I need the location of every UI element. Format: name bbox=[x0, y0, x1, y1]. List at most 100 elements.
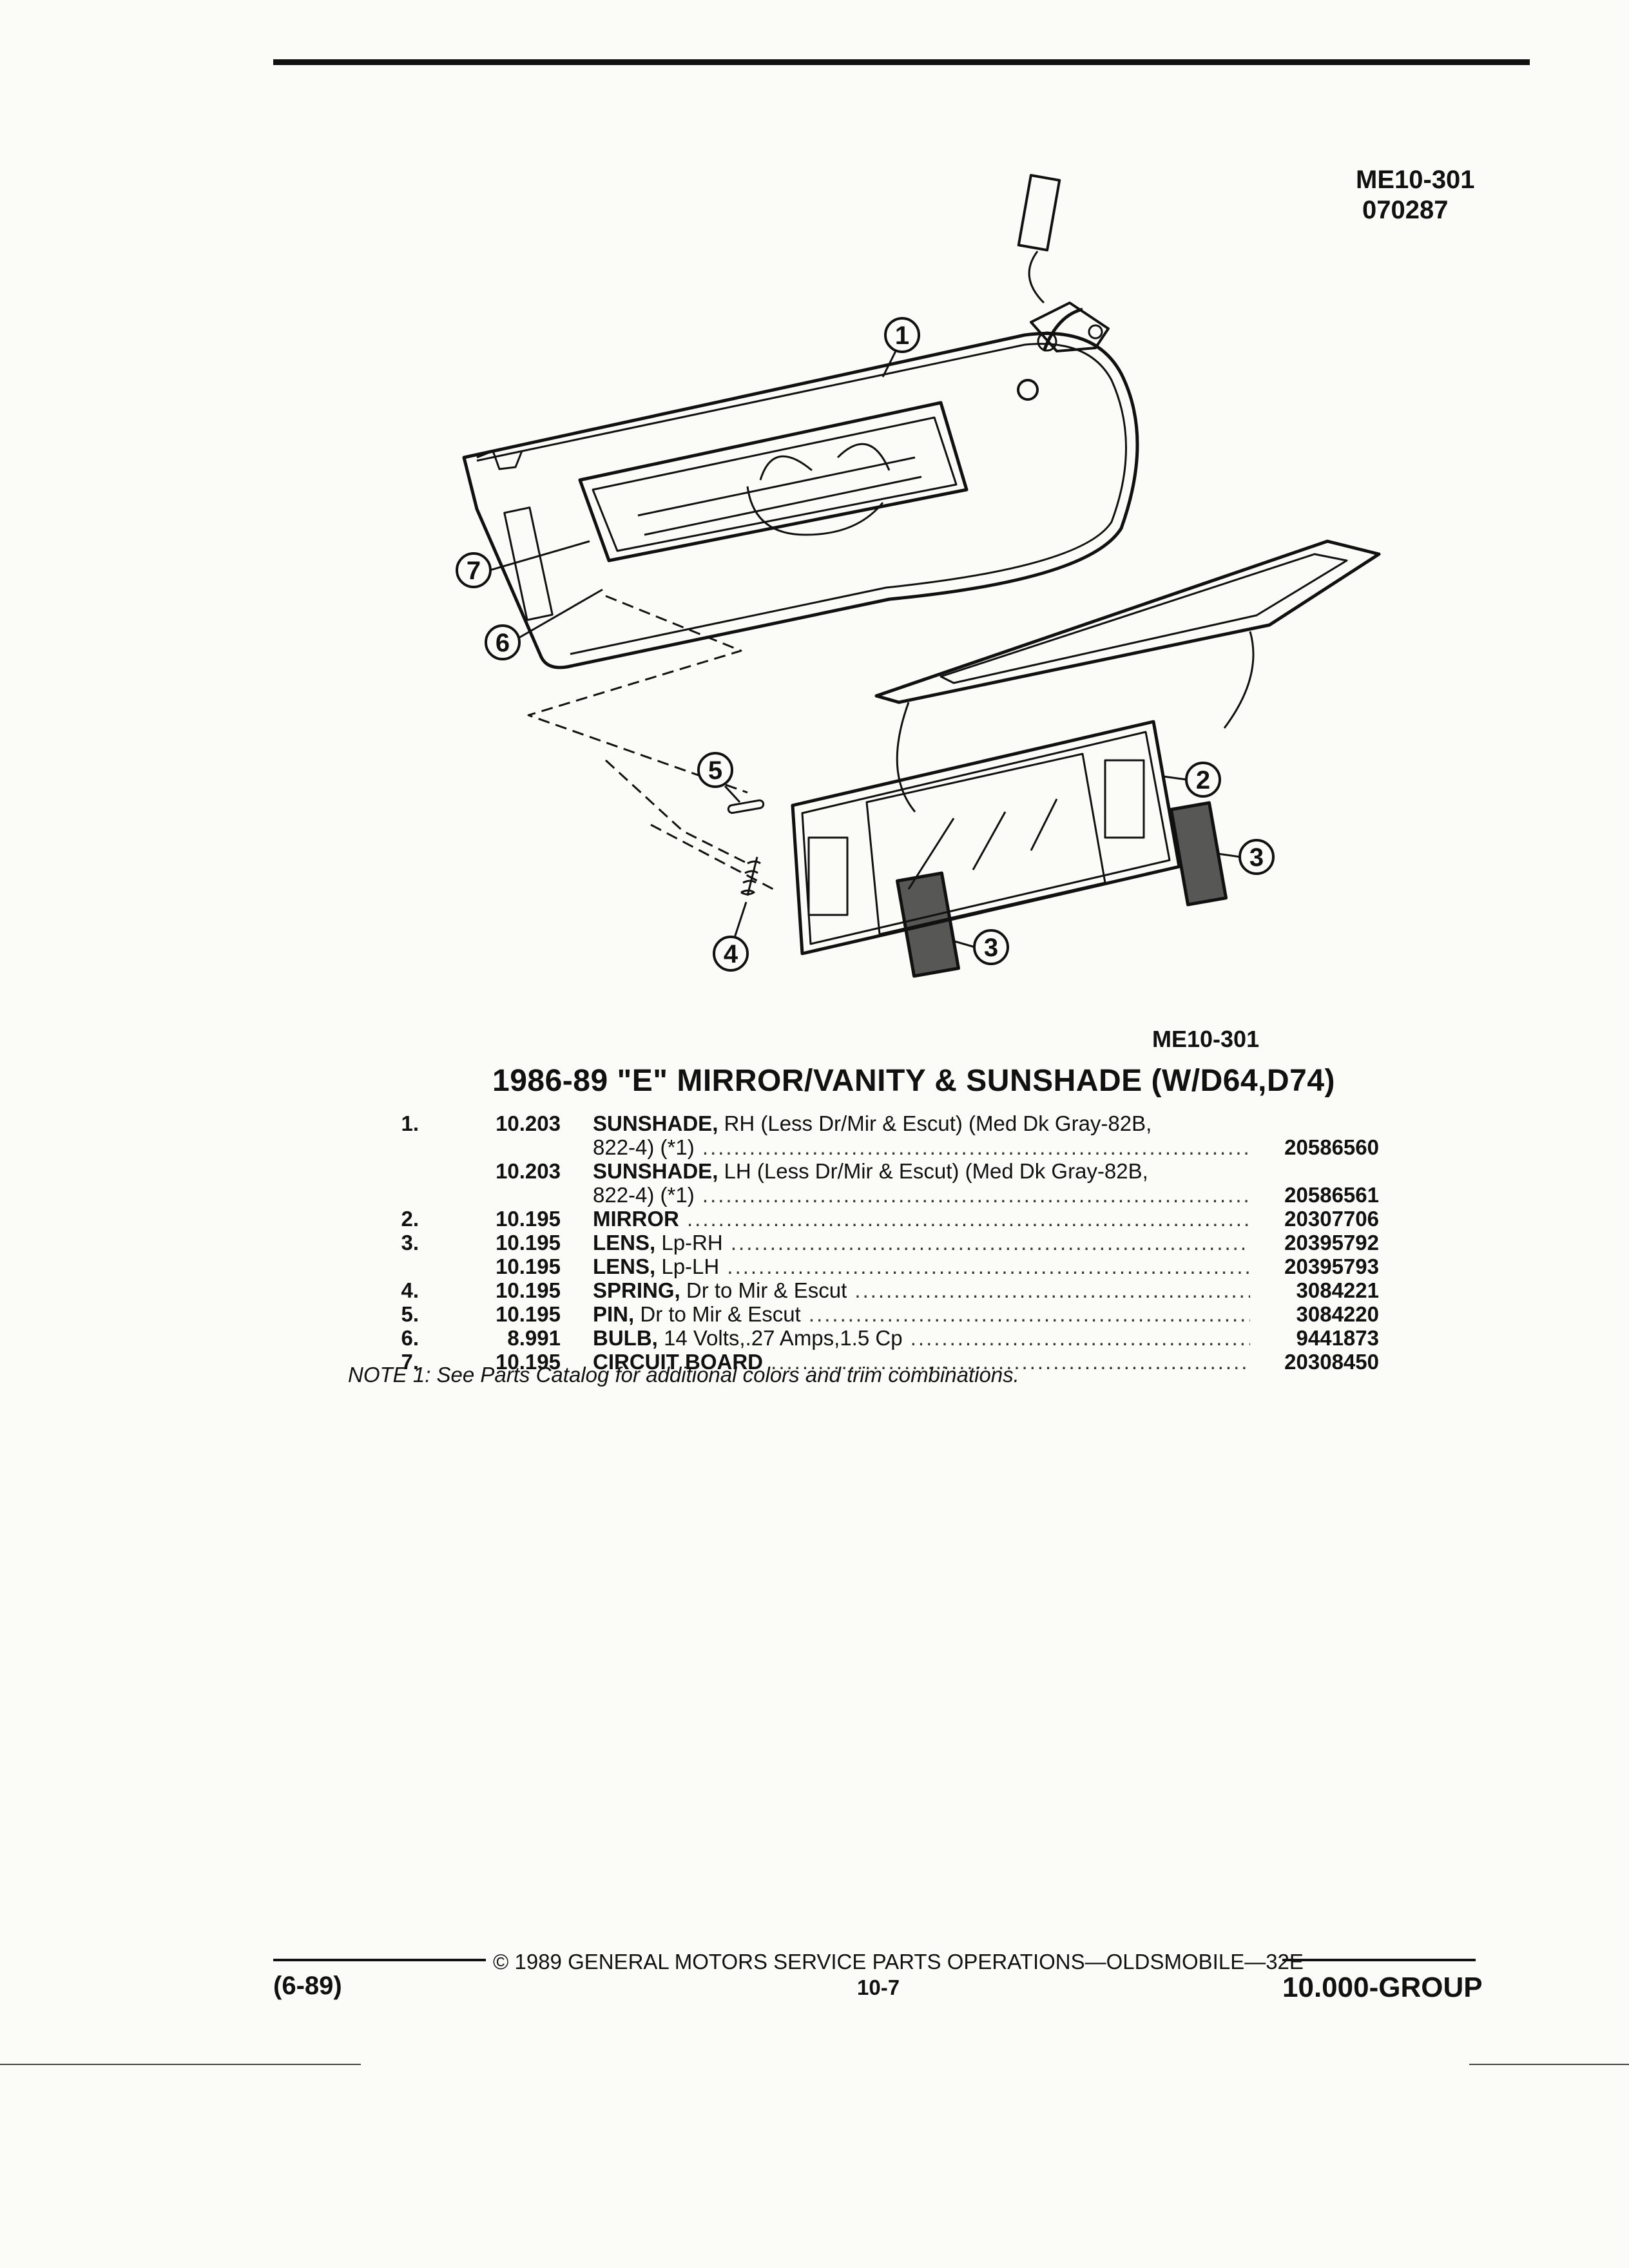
callout-1 bbox=[884, 317, 920, 353]
parts-group-number: 10.195 bbox=[496, 1302, 561, 1326]
pivot-hole bbox=[1037, 331, 1057, 352]
figure-date: 070287 bbox=[1362, 196, 1449, 224]
parts-detail: Dr to Mir & Escut bbox=[680, 1278, 847, 1302]
parts-row: 7. 10.195 CIRCUIT BOARD ..................… bbox=[387, 1350, 1379, 1374]
callout-label: 3 bbox=[1249, 843, 1264, 872]
parts-detail: LH (Less Dr/Mir & Escut) (Med Dk Gray-82… bbox=[718, 1159, 1148, 1183]
figure-code: ME10-301 bbox=[1356, 166, 1475, 194]
door-spring-line bbox=[1223, 631, 1255, 729]
parts-group-number: 10.195 bbox=[496, 1278, 561, 1302]
parts-description: MIRROR .................................… bbox=[593, 1207, 1250, 1231]
label-strip bbox=[503, 506, 554, 621]
parts-detail: Lp-RH bbox=[655, 1231, 723, 1254]
scan-edge-mark bbox=[1469, 2064, 1629, 2065]
callout-label: 1 bbox=[895, 322, 909, 350]
parts-name: CIRCUIT BOARD bbox=[593, 1350, 763, 1374]
top-rule bbox=[273, 59, 1530, 65]
lens-right bbox=[1169, 801, 1228, 907]
parts-row: 3. 10.195 LENS, Lp-RH ....................… bbox=[387, 1231, 1379, 1254]
parts-description: LENS, Lp-RH ............................… bbox=[593, 1231, 1250, 1255]
parts-item-number: 1. bbox=[401, 1111, 419, 1135]
parts-part-number: 20586560 bbox=[1284, 1135, 1379, 1159]
parts-name: PIN, bbox=[593, 1302, 635, 1326]
leader-dots: ........................................… bbox=[910, 1326, 1250, 1350]
parts-item-number: 2. bbox=[401, 1207, 419, 1231]
scan-edge-mark bbox=[0, 2064, 361, 2065]
parts-name: LENS, bbox=[593, 1231, 656, 1254]
pin bbox=[727, 799, 765, 814]
lens-left bbox=[896, 871, 960, 978]
callout-label: 2 bbox=[1196, 766, 1210, 794]
footer-rule-right bbox=[1282, 1959, 1476, 1961]
parts-group-number: 10.195 bbox=[496, 1350, 561, 1374]
lamp-opening-right bbox=[1104, 759, 1145, 839]
callout-label: 6 bbox=[496, 629, 510, 657]
parts-item-number: 5. bbox=[401, 1302, 419, 1326]
parts-name: SUNSHADE, bbox=[593, 1159, 718, 1183]
lamp-housing bbox=[578, 401, 969, 562]
parts-part-number: 20308450 bbox=[1284, 1350, 1379, 1374]
callout-6 bbox=[485, 624, 521, 660]
leader-dots: ........................................… bbox=[686, 1207, 1250, 1231]
lamp-wires bbox=[746, 443, 891, 536]
parts-row: 2. 10.195 MIRROR .........................… bbox=[387, 1207, 1379, 1231]
leader-dots: ........................................… bbox=[702, 1135, 1250, 1159]
parts-part-number: 20586561 bbox=[1284, 1183, 1379, 1207]
parts-description: SUNSHADE, LH (Less Dr/Mir & Escut) (Med … bbox=[593, 1159, 1250, 1184]
footer-group-label: 10.000-GROUP bbox=[1282, 1972, 1483, 2003]
leader-dots: ........................................… bbox=[730, 1231, 1250, 1254]
parts-detail: RH (Less Dr/Mir & Escut) (Med Dk Gray-82… bbox=[718, 1111, 1152, 1135]
parts-part-number: 3084221 bbox=[1296, 1278, 1379, 1302]
lamp-housing-inner bbox=[592, 416, 958, 552]
parts-row: 822-4) (*1) ............................… bbox=[387, 1135, 1379, 1159]
leader-dots: ........................................… bbox=[727, 1254, 1250, 1278]
pivot-bracket bbox=[1030, 302, 1110, 352]
parts-description: 822-4) (*1) ............................… bbox=[593, 1183, 1250, 1207]
parts-name: LENS, bbox=[593, 1254, 656, 1278]
parts-name: MIRROR bbox=[593, 1207, 679, 1231]
parts-description: CIRCUIT BOARD ..........................… bbox=[593, 1350, 1250, 1374]
assembly-line bbox=[527, 595, 774, 890]
pivot-hole bbox=[1088, 324, 1103, 340]
callout-label: 4 bbox=[724, 940, 738, 968]
parts-row: 10.203 SUNSHADE, LH (Less Dr/Mir & Escut)… bbox=[387, 1159, 1379, 1183]
pivot-rod bbox=[1042, 307, 1083, 352]
connector-wire bbox=[1028, 251, 1045, 304]
lamp-tube bbox=[637, 456, 922, 536]
parts-part-number: 20395792 bbox=[1284, 1231, 1379, 1254]
parts-row: 5. 10.195 PIN, Dr to Mir & Escut .........… bbox=[387, 1302, 1379, 1326]
leader-dots: ........................................… bbox=[771, 1350, 1250, 1374]
leader-dots: ........................................… bbox=[854, 1278, 1250, 1302]
parts-group-number: 10.195 bbox=[496, 1207, 561, 1231]
mirror-door bbox=[874, 539, 1381, 704]
parts-part-number: 20307706 bbox=[1284, 1207, 1379, 1231]
leader-dots: ........................................… bbox=[808, 1302, 1250, 1326]
footer-rule-left bbox=[273, 1959, 486, 1961]
parts-item-number: 3. bbox=[401, 1231, 419, 1254]
parts-part-number: 9441873 bbox=[1296, 1326, 1379, 1350]
screw bbox=[1017, 379, 1039, 401]
parts-name: SPRING, bbox=[593, 1278, 680, 1302]
parts-group-number: 10.203 bbox=[496, 1159, 561, 1183]
parts-name: SUNSHADE, bbox=[593, 1111, 718, 1135]
mirror-door-inner bbox=[940, 553, 1348, 684]
parts-detail: 14 Volts,.27 Amps,1.5 Cp bbox=[657, 1326, 903, 1350]
callout-5 bbox=[697, 752, 733, 788]
parts-item-number: 7. bbox=[401, 1350, 419, 1374]
parts-group-number: 10.195 bbox=[496, 1231, 561, 1254]
parts-description: PIN, Dr to Mir & Escut .................… bbox=[593, 1302, 1250, 1327]
parts-description: LENS, Lp-LH ............................… bbox=[593, 1254, 1250, 1279]
parts-row: 822-4) (*1) ............................… bbox=[387, 1183, 1379, 1207]
parts-detail: Lp-LH bbox=[655, 1254, 720, 1278]
parts-item-number: 6. bbox=[401, 1326, 419, 1350]
parts-list: 1. 10.203 SUNSHADE, RH (Less Dr/Mir & Escu… bbox=[387, 1111, 1379, 1374]
exploded-parts-diagram: 1 7 6 5 2 3 3 4 bbox=[456, 174, 1381, 978]
parts-description: SPRING, Dr to Mir & Escut ..............… bbox=[593, 1278, 1250, 1303]
sunshade-body bbox=[462, 332, 1139, 669]
footer-copyright: © 1989 GENERAL MOTORS SERVICE PARTS OPER… bbox=[493, 1950, 1304, 1974]
footer-page-number: 10-7 bbox=[857, 1975, 900, 1999]
